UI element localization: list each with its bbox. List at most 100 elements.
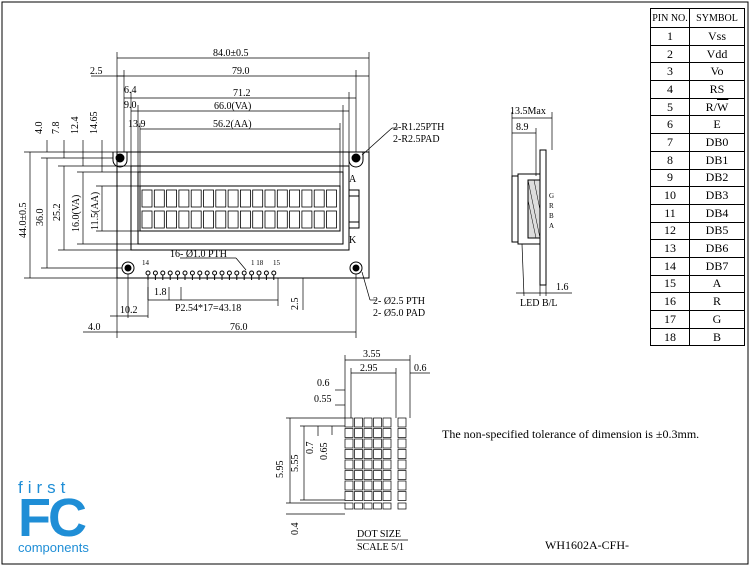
- left-dimensions: [24, 140, 140, 279]
- side-view-labels: 13.5Max 8.9 G R B A LED B/L 1.6: [510, 106, 569, 309]
- character-cell: [215, 189, 227, 208]
- viewing-area: [137, 171, 344, 245]
- dot: [363, 491, 373, 501]
- dot: [354, 449, 363, 459]
- top-dimensions: [91, 52, 370, 186]
- dot: [382, 502, 392, 510]
- pin-pad: [212, 270, 218, 276]
- pin-pad: [234, 270, 240, 276]
- pin-symbol: RS: [689, 80, 745, 99]
- character-cell: [301, 189, 313, 208]
- logo-fc: FC: [18, 488, 87, 548]
- character-cell: [239, 189, 251, 208]
- pin-symbol: Vdd: [689, 44, 745, 64]
- dim-aa: 56.2(AA): [213, 119, 252, 130]
- dot: [344, 480, 354, 491]
- pcb-outline: [116, 151, 370, 279]
- dot: [354, 480, 363, 491]
- character-cell: [141, 210, 153, 229]
- pin-symbol: DB7: [689, 256, 745, 276]
- front-view: [24, 52, 398, 338]
- dot: [363, 459, 373, 470]
- dot-3-55: 3.55: [363, 349, 381, 360]
- dim-16-va: 16.0(VA): [71, 195, 82, 232]
- dot: [344, 491, 354, 501]
- pin-1-18-label: 1 18: [251, 259, 264, 267]
- character-cell: [301, 210, 313, 229]
- character-cell: [326, 210, 337, 229]
- dim-12-4: 12.4: [70, 117, 81, 135]
- label-hole-pad: 2-R2.5PAD: [393, 134, 440, 145]
- logo-first: first: [18, 478, 71, 497]
- character-cell: [190, 189, 202, 208]
- dim-14-65: 14.65: [89, 112, 100, 135]
- pin-symbol: R: [689, 292, 745, 311]
- side-max: 13.5Max: [510, 106, 546, 117]
- character-cell: [326, 189, 337, 208]
- dot: [363, 417, 373, 428]
- character-cell: [276, 210, 288, 229]
- dot: [373, 470, 382, 480]
- pin-number: 15: [650, 274, 690, 294]
- dot: [344, 459, 354, 470]
- character-cell: [166, 210, 178, 229]
- pin-pad: [241, 270, 247, 276]
- dot: [382, 491, 392, 501]
- character-cell: [289, 189, 301, 208]
- pin-pad: [263, 270, 269, 276]
- dot: [397, 470, 407, 480]
- character-cell: [215, 210, 227, 229]
- character-cell: [203, 189, 214, 208]
- pin-number: 3: [650, 62, 690, 82]
- dot: [344, 502, 354, 510]
- pin-15-label: 15: [273, 259, 281, 267]
- label-mount-pth: 2- Ø2.5 PTH: [373, 296, 425, 307]
- dot: [373, 428, 382, 438]
- dot: [382, 438, 392, 449]
- character-cell: [252, 210, 264, 229]
- dim-4-0: 4.0: [34, 122, 45, 135]
- dim-7-8: 7.8: [51, 122, 62, 135]
- character-cell: [141, 189, 153, 208]
- label-hole-r: 2-R1.25PTH: [393, 122, 444, 133]
- dot: [382, 449, 392, 459]
- dot: [344, 417, 354, 428]
- pin-number: 4: [650, 80, 690, 99]
- pin-pad: [160, 270, 166, 276]
- dot: [382, 459, 392, 470]
- character-grid: [141, 189, 337, 229]
- character-cell: [178, 210, 190, 229]
- dim-25-2: 25.2: [52, 204, 63, 222]
- pin-number: 13: [650, 239, 690, 258]
- dim-36-0: 36.0: [35, 209, 46, 227]
- symbol-header: SYMBOL: [689, 8, 745, 28]
- pin-pad: [182, 270, 188, 276]
- label-a: A: [349, 174, 357, 185]
- bezel-outline: [130, 165, 350, 251]
- bottom-dimensions: [83, 274, 357, 338]
- dot: [363, 438, 373, 449]
- dim-va: 66.0(VA): [214, 101, 251, 112]
- dot: [373, 502, 382, 510]
- character-cell: [166, 189, 178, 208]
- pin-symbol: DB0: [689, 133, 745, 152]
- pin-symbol: DB2: [689, 168, 745, 188]
- dim-76: 76.0: [230, 322, 248, 333]
- character-cell: [227, 210, 239, 229]
- dot: [344, 470, 354, 480]
- led-connector: [348, 189, 360, 229]
- side-led: LED B/L: [520, 298, 558, 309]
- pin-symbol: Vo: [689, 62, 745, 82]
- dot-5-55: 5.55: [290, 455, 301, 473]
- pin-number: 17: [650, 310, 690, 329]
